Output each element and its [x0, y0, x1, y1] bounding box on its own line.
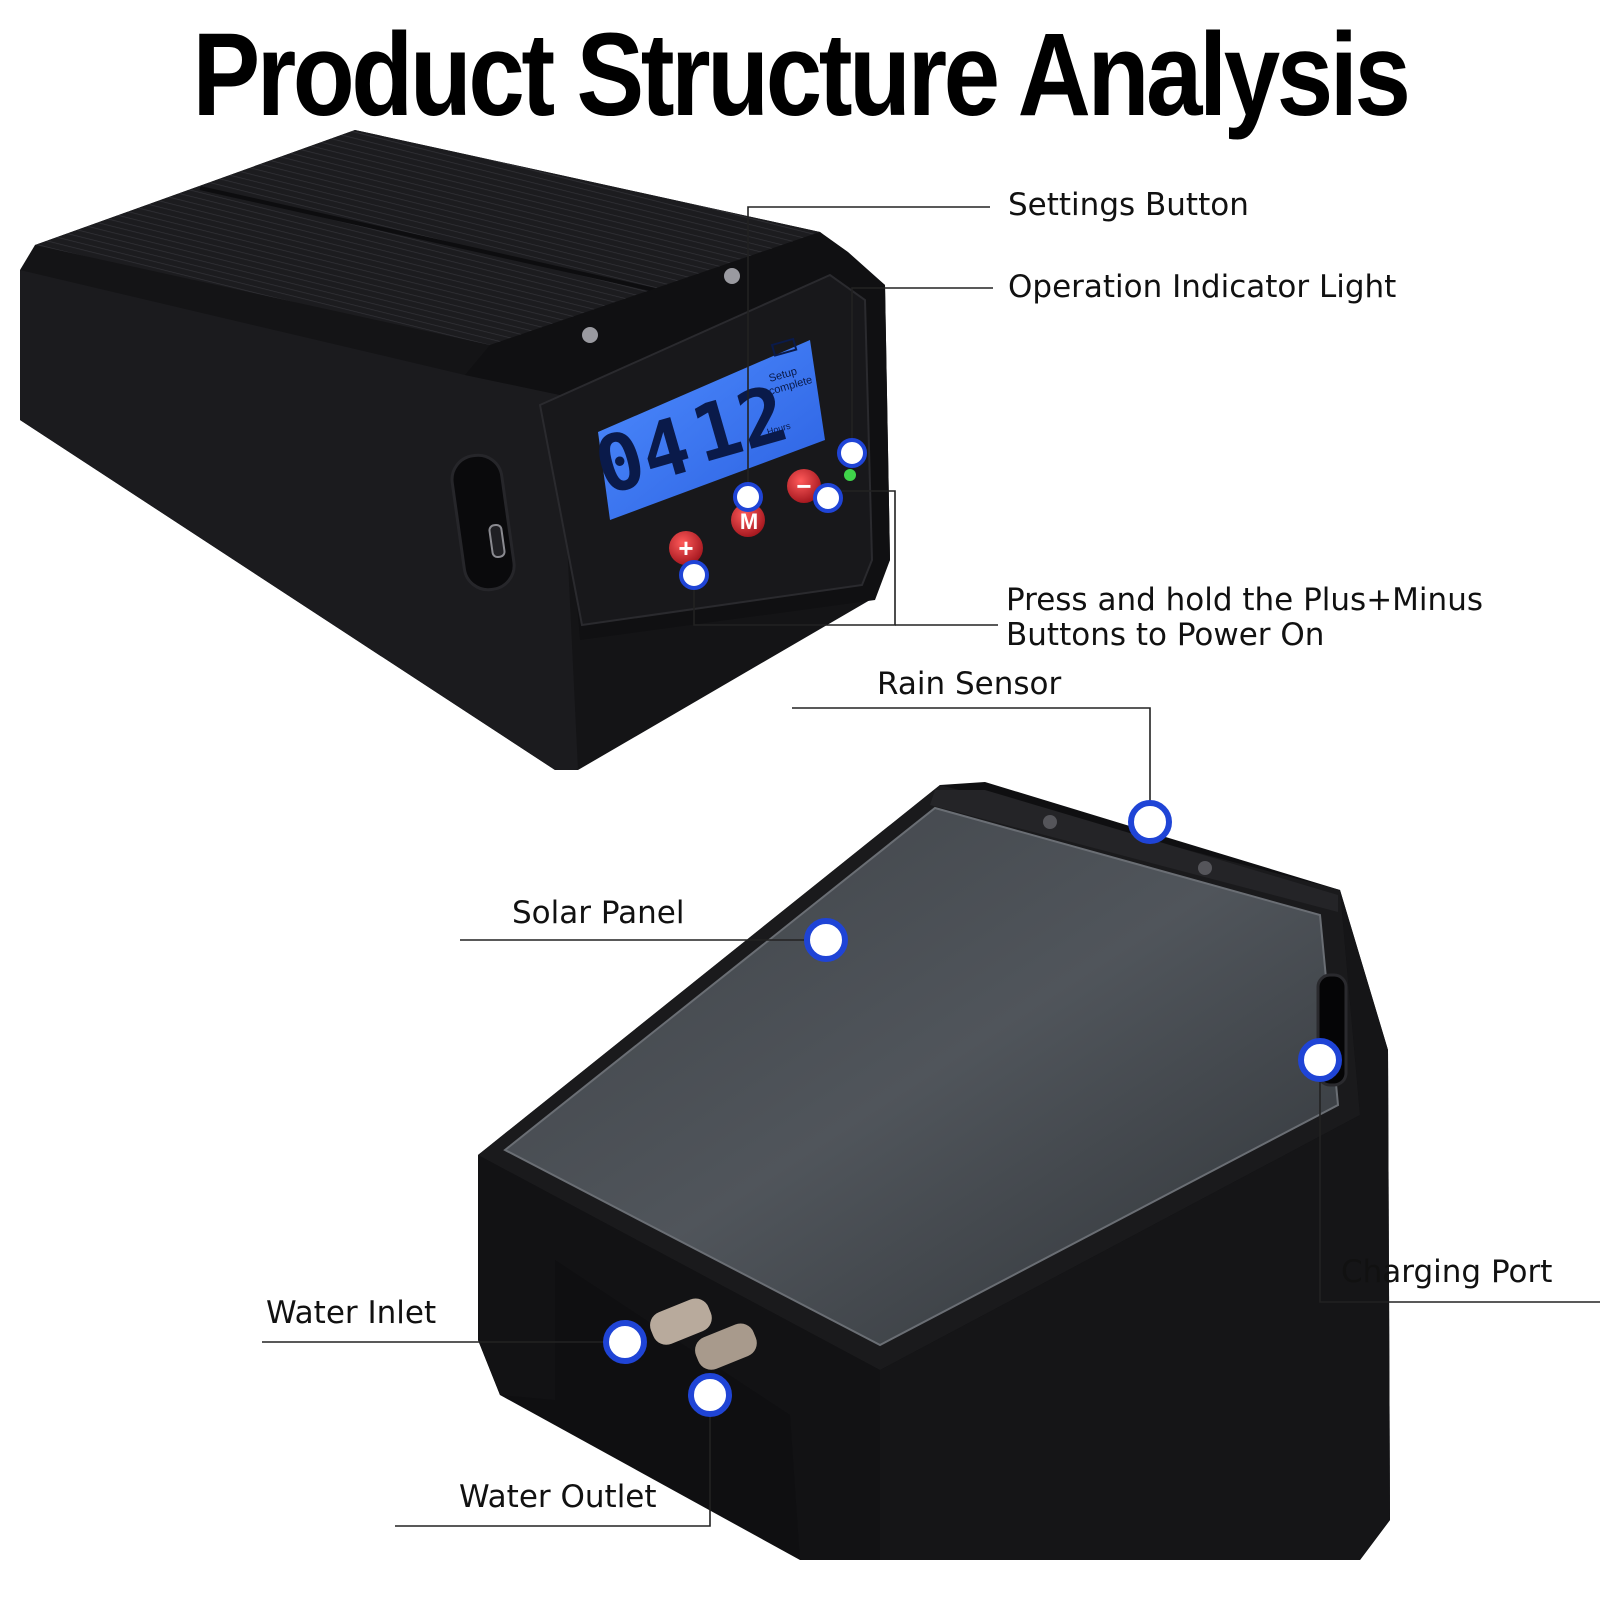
device-front-face: [478, 1155, 880, 1560]
leader-settings-button: [747, 206, 990, 497]
rain-sensor-contact: [1043, 815, 1057, 829]
minus-button-label: −: [796, 471, 811, 501]
leader-rain-sensor: [792, 707, 1151, 822]
minus-button[interactable]: −: [787, 469, 821, 503]
label-charging-port: Charging Port: [1341, 1254, 1553, 1290]
markers: [603, 438, 1342, 1417]
label-solar-panel: Solar Panel: [512, 895, 685, 931]
plus-button-label: +: [678, 533, 693, 563]
rain-sensor-strip: [930, 790, 1338, 912]
label-settings-button: Settings Button: [1008, 187, 1249, 223]
device-right-face: [880, 890, 1390, 1560]
rain-sensor-contact: [1198, 861, 1212, 875]
page-title: Product Structure Analysis: [192, 9, 1411, 141]
operation-indicator-light: [844, 469, 856, 481]
marker-settings-button[interactable]: [733, 482, 763, 512]
battery-icon: [770, 337, 798, 357]
leader-operation-indicator: [851, 287, 993, 453]
plus-button[interactable]: +: [669, 531, 703, 565]
marker-minus-button[interactable]: [813, 483, 843, 513]
leader-charging-port: [1319, 1053, 1600, 1303]
label-power-on-line1: Press and hold the Plus+Minus: [1006, 582, 1483, 618]
marker-rain-sensor[interactable]: [1128, 800, 1172, 844]
leader-water-outlet: [395, 1395, 711, 1527]
marker-solar-panel[interactable]: [804, 918, 848, 962]
label-water-inlet: Water Inlet: [266, 1295, 437, 1331]
water-outlet-pipe: [695, 1323, 757, 1370]
device-side-face: [20, 270, 578, 770]
label-water-outlet: Water Outlet: [459, 1479, 657, 1515]
mode-button[interactable]: M: [731, 503, 765, 537]
marker-water-inlet[interactable]: [603, 1320, 647, 1364]
marker-water-outlet[interactable]: [688, 1373, 732, 1417]
device-top-view: [478, 782, 1390, 1560]
marker-plus-button[interactable]: [679, 560, 709, 590]
screw: [582, 327, 598, 343]
label-power-on-line2: Buttons to Power On: [1006, 617, 1325, 653]
usb-port: [488, 523, 506, 559]
leader-lines: [262, 206, 1600, 1527]
marker-charging-port[interactable]: [1298, 1038, 1342, 1082]
water-inlet-pipe: [650, 1298, 712, 1345]
screw: [724, 268, 740, 284]
lcd-screen: [598, 340, 825, 520]
device-front-view: 04 12 Setup complete Hours + M −: [20, 130, 890, 770]
label-operation-indicator: Operation Indicator Light: [1008, 269, 1397, 305]
label-rain-sensor: Rain Sensor: [877, 666, 1062, 702]
marker-operation-indicator[interactable]: [837, 438, 867, 468]
mode-button-label: M: [740, 509, 758, 534]
